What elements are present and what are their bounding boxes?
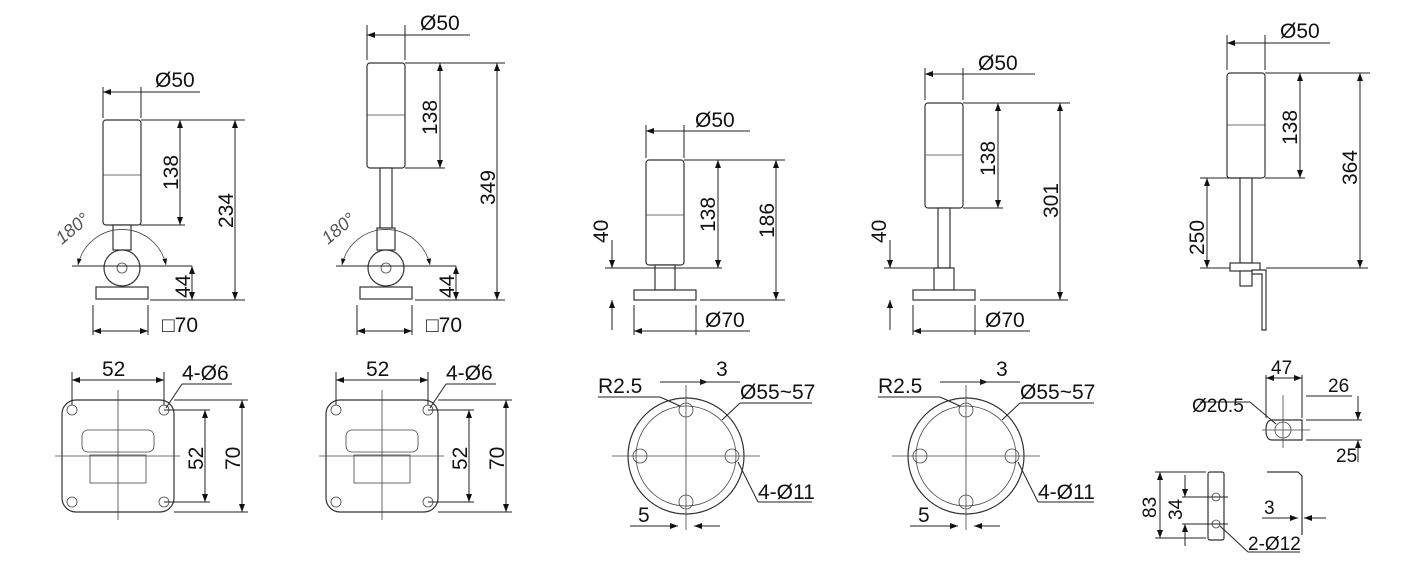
dim-gap: 5 xyxy=(918,504,930,527)
dim-base-diameter: Ø70 xyxy=(705,309,745,332)
lamp-body xyxy=(102,119,142,226)
view2-side: Ø50 138 349 180° 44 □70 xyxy=(318,12,505,337)
dim-bracket-length: 83 xyxy=(1140,497,1161,518)
dim-radius: R2.5 xyxy=(598,375,642,398)
dim-lamp-height: 138 xyxy=(697,197,720,232)
dim-diameter: Ø50 xyxy=(695,109,735,132)
dim-total-height: 349 xyxy=(477,170,500,205)
dim-thickness: 3 xyxy=(1264,498,1275,519)
view1-bottom: 52 4-Ø6 52 70 xyxy=(55,358,248,520)
dim-total-height: 301 xyxy=(1040,183,1063,218)
dim-hole-pitch: 34 xyxy=(1166,498,1187,520)
dim-lamp-height: 138 xyxy=(1279,110,1302,145)
dim-bracket-height: 25 xyxy=(1336,446,1357,467)
view3-side: Ø50 40 138 186 Ø70 xyxy=(590,109,785,335)
dim-gap: 5 xyxy=(638,504,650,527)
dim-diameter: Ø50 xyxy=(155,69,195,92)
dim-bracket-width: 47 xyxy=(1271,358,1292,379)
dim-total-height: 186 xyxy=(756,203,779,238)
view4-bottom: 3 R2.5 Ø55~57 4-Ø11 5 xyxy=(878,358,1095,530)
dim-lamp-height: 138 xyxy=(419,100,442,135)
dim-base-size: □70 xyxy=(162,314,198,337)
dim-base-size: 70 xyxy=(222,447,245,470)
dim-total-height: 234 xyxy=(215,193,238,228)
dim-pitch-circle: Ø55~57 xyxy=(740,381,815,404)
dim-mount-holes: 4-Ø11 xyxy=(1038,481,1095,504)
swivel-joint xyxy=(367,249,405,287)
dim-hole-diameter: Ø20.5 xyxy=(1192,396,1244,417)
dim-diameter: Ø50 xyxy=(1280,20,1320,43)
dim-base-diameter: Ø70 xyxy=(985,309,1025,332)
dim-hole-spacing: 52 xyxy=(366,358,389,381)
view5-side: Ø50 138 364 250 xyxy=(1186,20,1370,331)
view3-bottom: 3 R2.5 Ø55~57 4-Ø11 5 xyxy=(598,358,815,530)
lamp-body xyxy=(366,62,406,169)
dim-rotation-angle: 180° xyxy=(318,209,359,248)
dim-mount-holes: 4-Ø6 xyxy=(446,362,493,385)
view5-bracket: 47 26 Ø20.5 25 83 34 3 2-Ø12 xyxy=(1140,358,1362,555)
dim-bracket-holes: 2-Ø12 xyxy=(1248,534,1301,555)
dim-diameter: Ø50 xyxy=(420,12,460,35)
dim-pole-height: 250 xyxy=(1186,220,1209,255)
dim-bracket-offset: 26 xyxy=(1328,376,1349,397)
dim-mount-holes: 4-Ø6 xyxy=(182,362,229,385)
dim-hole-spacing-vertical: 52 xyxy=(449,447,472,470)
dim-hole-spacing-vertical: 52 xyxy=(185,447,208,470)
dim-diameter: Ø50 xyxy=(978,52,1018,75)
dim-lamp-height: 138 xyxy=(160,155,183,190)
dim-base-height: 44 xyxy=(172,274,195,298)
lamp-body xyxy=(1226,72,1266,179)
dim-base-height: 40 xyxy=(590,220,613,243)
dim-slot-width: 3 xyxy=(996,358,1008,381)
lamp-body xyxy=(924,102,964,209)
dim-hole-spacing: 52 xyxy=(102,358,125,381)
dim-pitch-circle: Ø55~57 xyxy=(1020,381,1095,404)
dim-base-height: 44 xyxy=(436,274,459,298)
view2-bottom: 52 4-Ø6 52 70 xyxy=(319,358,512,520)
dim-base-size: 70 xyxy=(486,447,509,470)
dim-lamp-height: 138 xyxy=(977,141,1000,176)
dim-radius: R2.5 xyxy=(878,375,922,398)
dim-total-height: 364 xyxy=(1339,150,1362,185)
dim-mount-holes: 4-Ø11 xyxy=(758,481,815,504)
bracket-front-view xyxy=(1207,471,1225,541)
view1-side: Ø50 138 234 180° 44 □70 xyxy=(52,69,245,337)
mounting-bracket xyxy=(1251,269,1267,331)
lamp-body xyxy=(645,159,685,266)
swivel-joint xyxy=(103,249,141,287)
dim-rotation-angle: 180° xyxy=(52,209,93,248)
dim-base-size: □70 xyxy=(426,314,462,337)
dim-base-height: 40 xyxy=(868,220,891,243)
dim-slot-width: 3 xyxy=(716,358,728,381)
view4-side: Ø50 40 138 301 Ø70 xyxy=(868,52,1070,335)
